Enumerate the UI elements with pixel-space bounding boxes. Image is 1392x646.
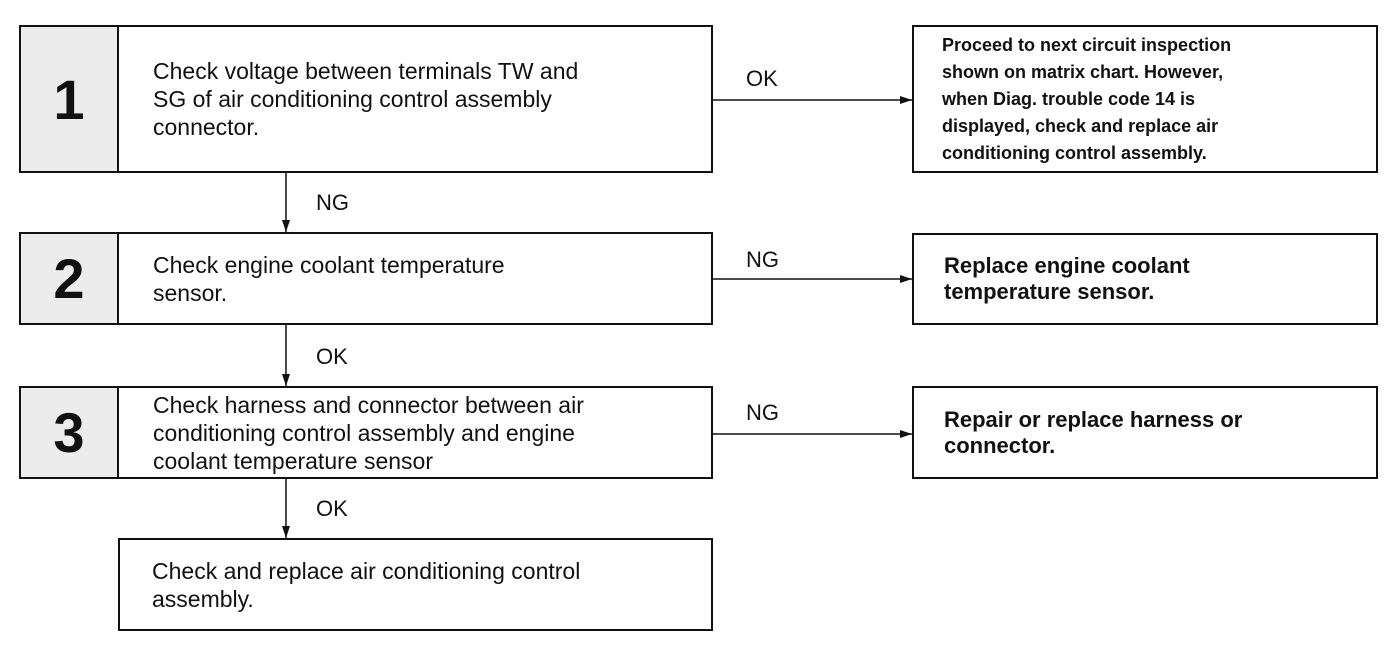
- result-3-box: Repair or replace harness or connector.: [912, 386, 1378, 479]
- step-1-text: Check voltage between terminals TW and S…: [153, 58, 579, 140]
- edge-label-step2-ng: NG: [746, 247, 779, 272]
- result-2-box: Replace engine coolant temperature senso…: [912, 233, 1378, 325]
- edge-label-step3-ng: NG: [746, 400, 779, 425]
- edge-label-step2-ok: OK: [316, 344, 348, 369]
- step-2-box: 2 Check engine coolant temperature senso…: [19, 232, 713, 325]
- edge-label-step1-ok: OK: [746, 66, 778, 91]
- step-2-text: Check engine coolant temperature sensor.: [153, 251, 505, 306]
- step-1-box: 1 Check voltage between terminals TW and…: [19, 25, 713, 173]
- edge-label-step1-ng: NG: [316, 190, 349, 215]
- step-3-number: 3: [21, 388, 119, 477]
- step-3-text: Check harness and connector between air …: [153, 391, 584, 474]
- final-action-box: Check and replace air conditioning contr…: [118, 538, 713, 631]
- result-1-box: Proceed to next circuit inspection shown…: [912, 25, 1378, 173]
- step-3-box: 3 Check harness and connector between ai…: [19, 386, 713, 479]
- edge-label-step3-ok: OK: [316, 496, 348, 521]
- step-1-number: 1: [21, 27, 119, 171]
- step-2-number: 2: [21, 234, 119, 323]
